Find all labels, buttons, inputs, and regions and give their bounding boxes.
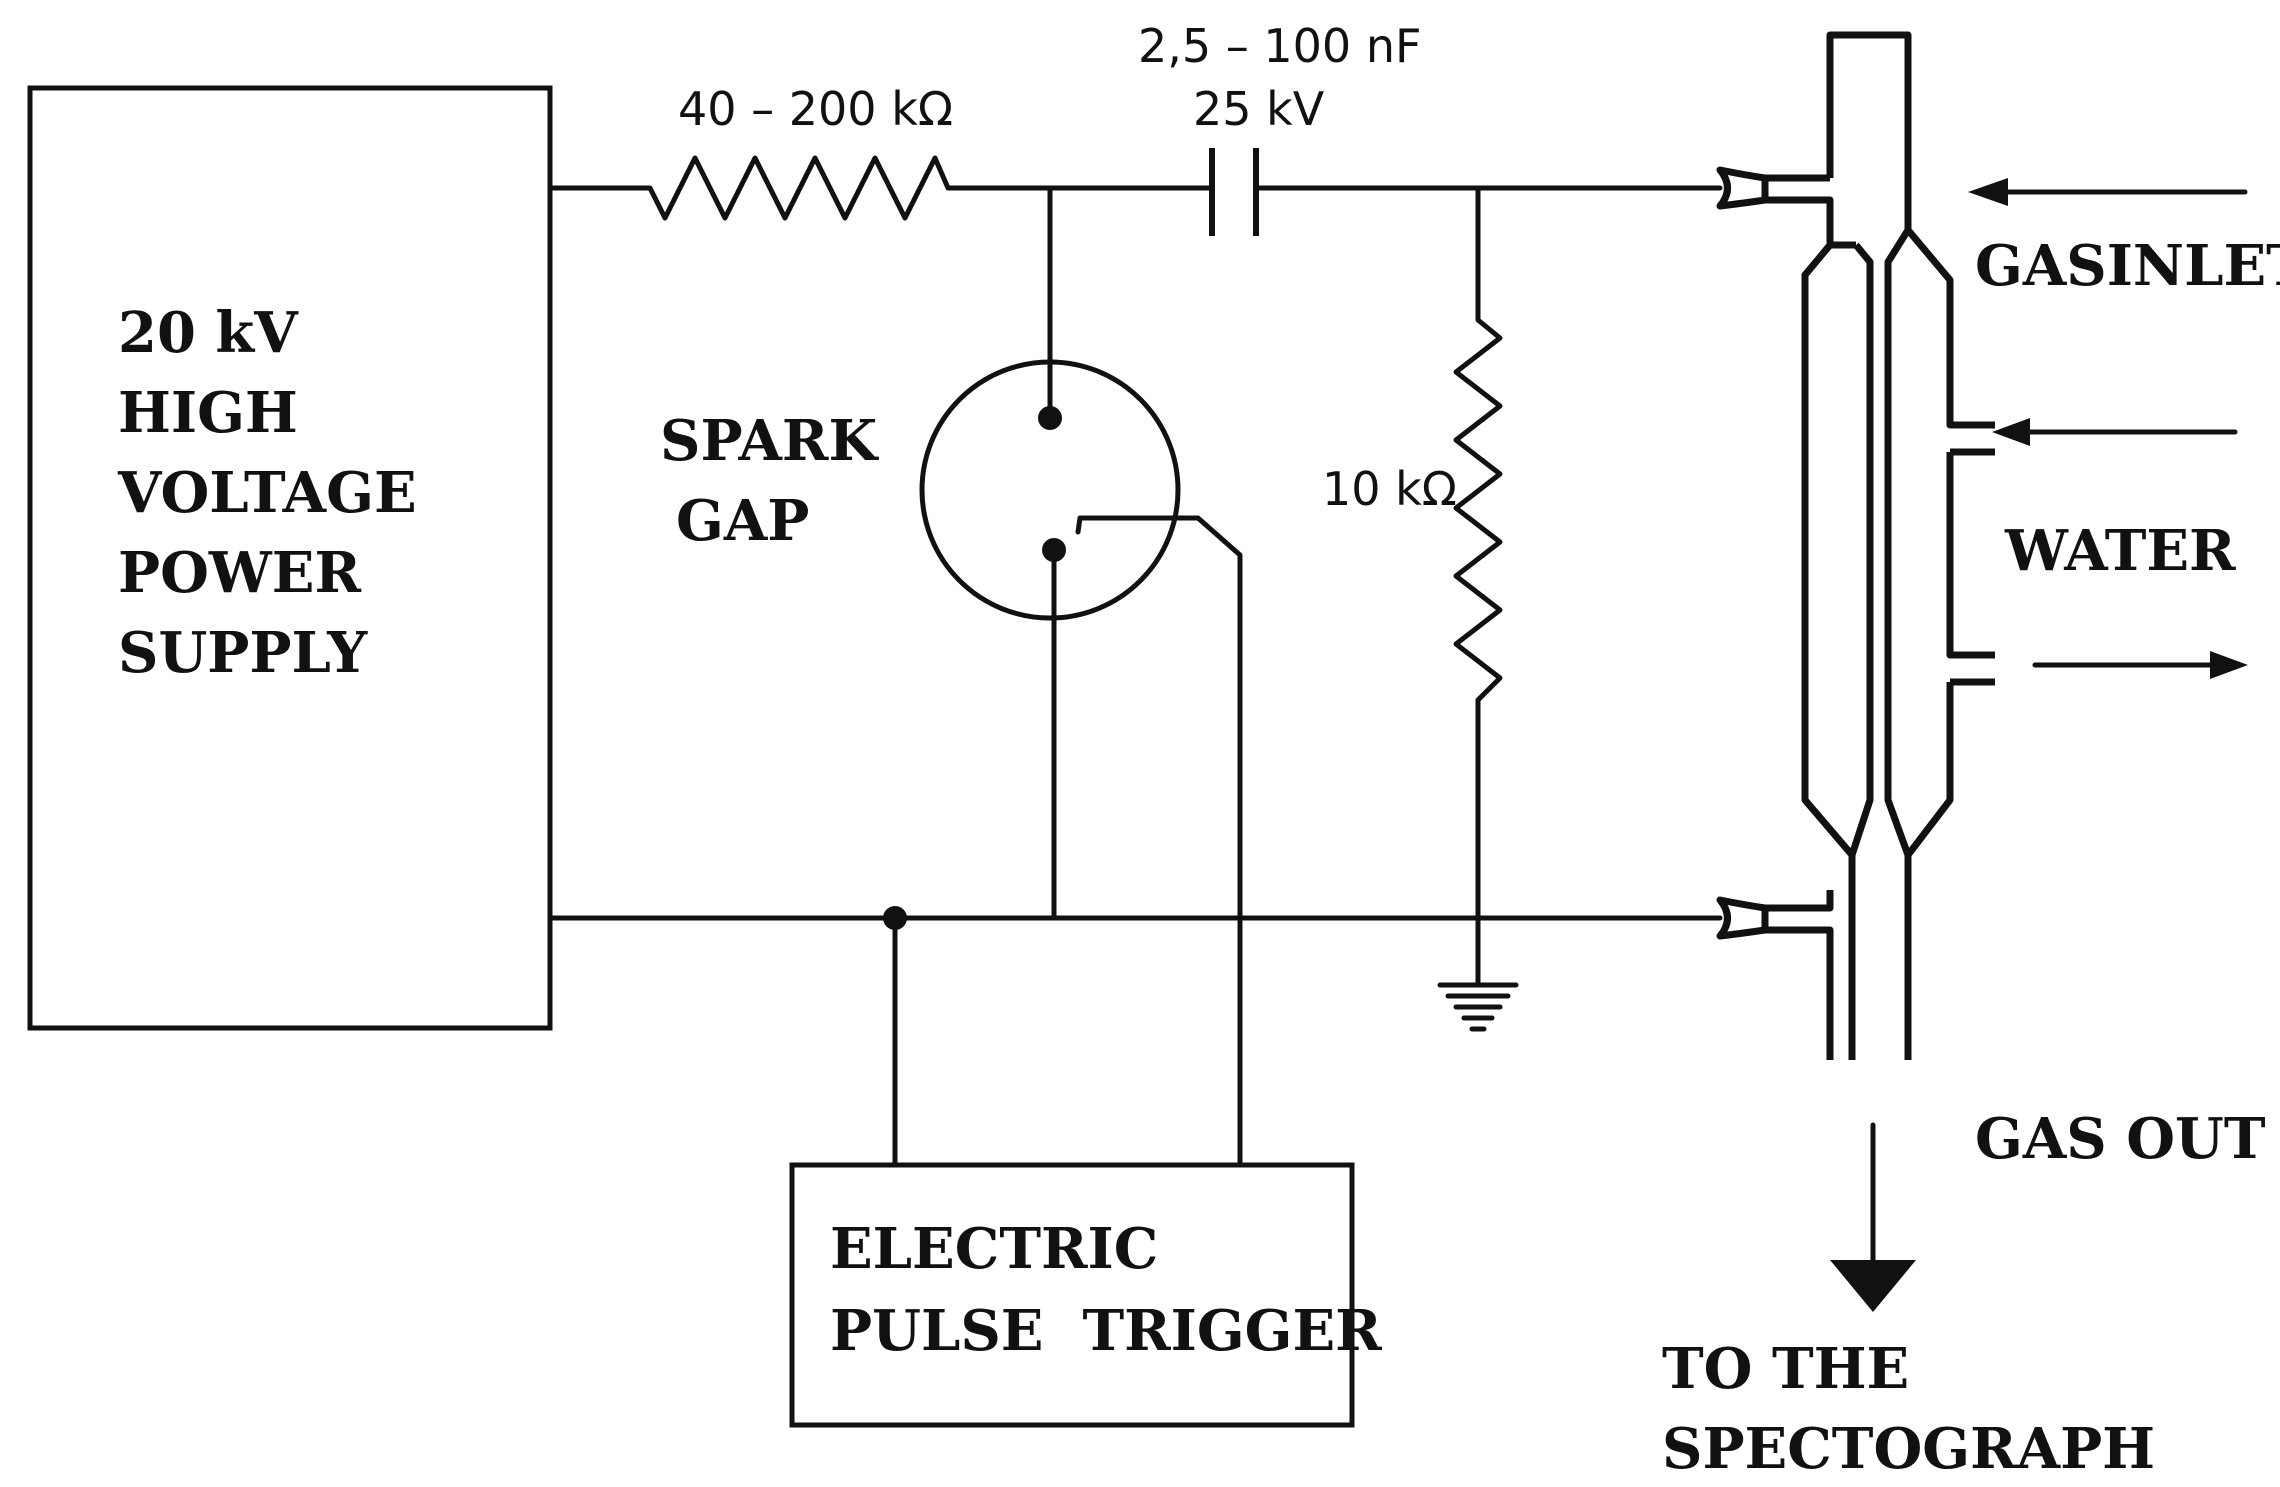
spark-gap: SPARK GAP xyxy=(660,185,1243,1168)
water-label: WATER xyxy=(2004,518,2236,584)
power-supply-box: 20 kV HIGH VOLTAGE POWER SUPPLY xyxy=(27,85,553,1031)
capacitor-label-2: 25 kV xyxy=(1193,82,1325,136)
ground-icon xyxy=(1437,982,1519,1032)
series-resistor: 40 – 200 kΩ xyxy=(547,82,1215,221)
pulse-trigger-label-1: ELECTRIC xyxy=(830,1216,1158,1282)
spark-gap-label-1: SPARK xyxy=(660,408,879,474)
water-in-arrow xyxy=(1992,418,2238,446)
destination-label-2: SPECTOGRAPH xyxy=(1662,1416,2155,1482)
destination-label-1: TO THE xyxy=(1662,1336,1909,1402)
shunt-resistor-label: 10 kΩ xyxy=(1322,462,1457,516)
shunt-resistor: 10 kΩ xyxy=(1322,185,1503,988)
gas-out-arrow xyxy=(1830,1122,1916,1312)
power-supply-label-3: VOLTAGE xyxy=(117,460,417,526)
power-supply-label-1: 20 kV xyxy=(118,300,299,366)
pulse-trigger-box: ELECTRIC PULSE TRIGGER xyxy=(789,1162,1382,1428)
water-out-arrow xyxy=(2032,651,2248,679)
power-supply-label-2: HIGH xyxy=(118,380,298,446)
ground-bus xyxy=(547,906,1723,1168)
discharge-tube xyxy=(1716,31,1995,1060)
spark-gap-label-2: GAP xyxy=(676,488,809,554)
gas-inlet-label: GASINLET xyxy=(1975,233,2280,299)
pulse-trigger-label-2: PULSE TRIGGER xyxy=(830,1298,1382,1364)
capacitor-label-1: 2,5 – 100 nF xyxy=(1138,19,1421,73)
power-supply-label-4: POWER xyxy=(118,540,361,606)
power-supply-label-5: SUPPLY xyxy=(118,620,368,686)
gas-inlet-arrow xyxy=(1968,178,2248,206)
series-resistor-label: 40 – 200 kΩ xyxy=(678,82,953,136)
gas-out-label: GAS OUT xyxy=(1975,1106,2266,1172)
capacitor: 2,5 – 100 nF 25 kV xyxy=(1138,19,1723,236)
